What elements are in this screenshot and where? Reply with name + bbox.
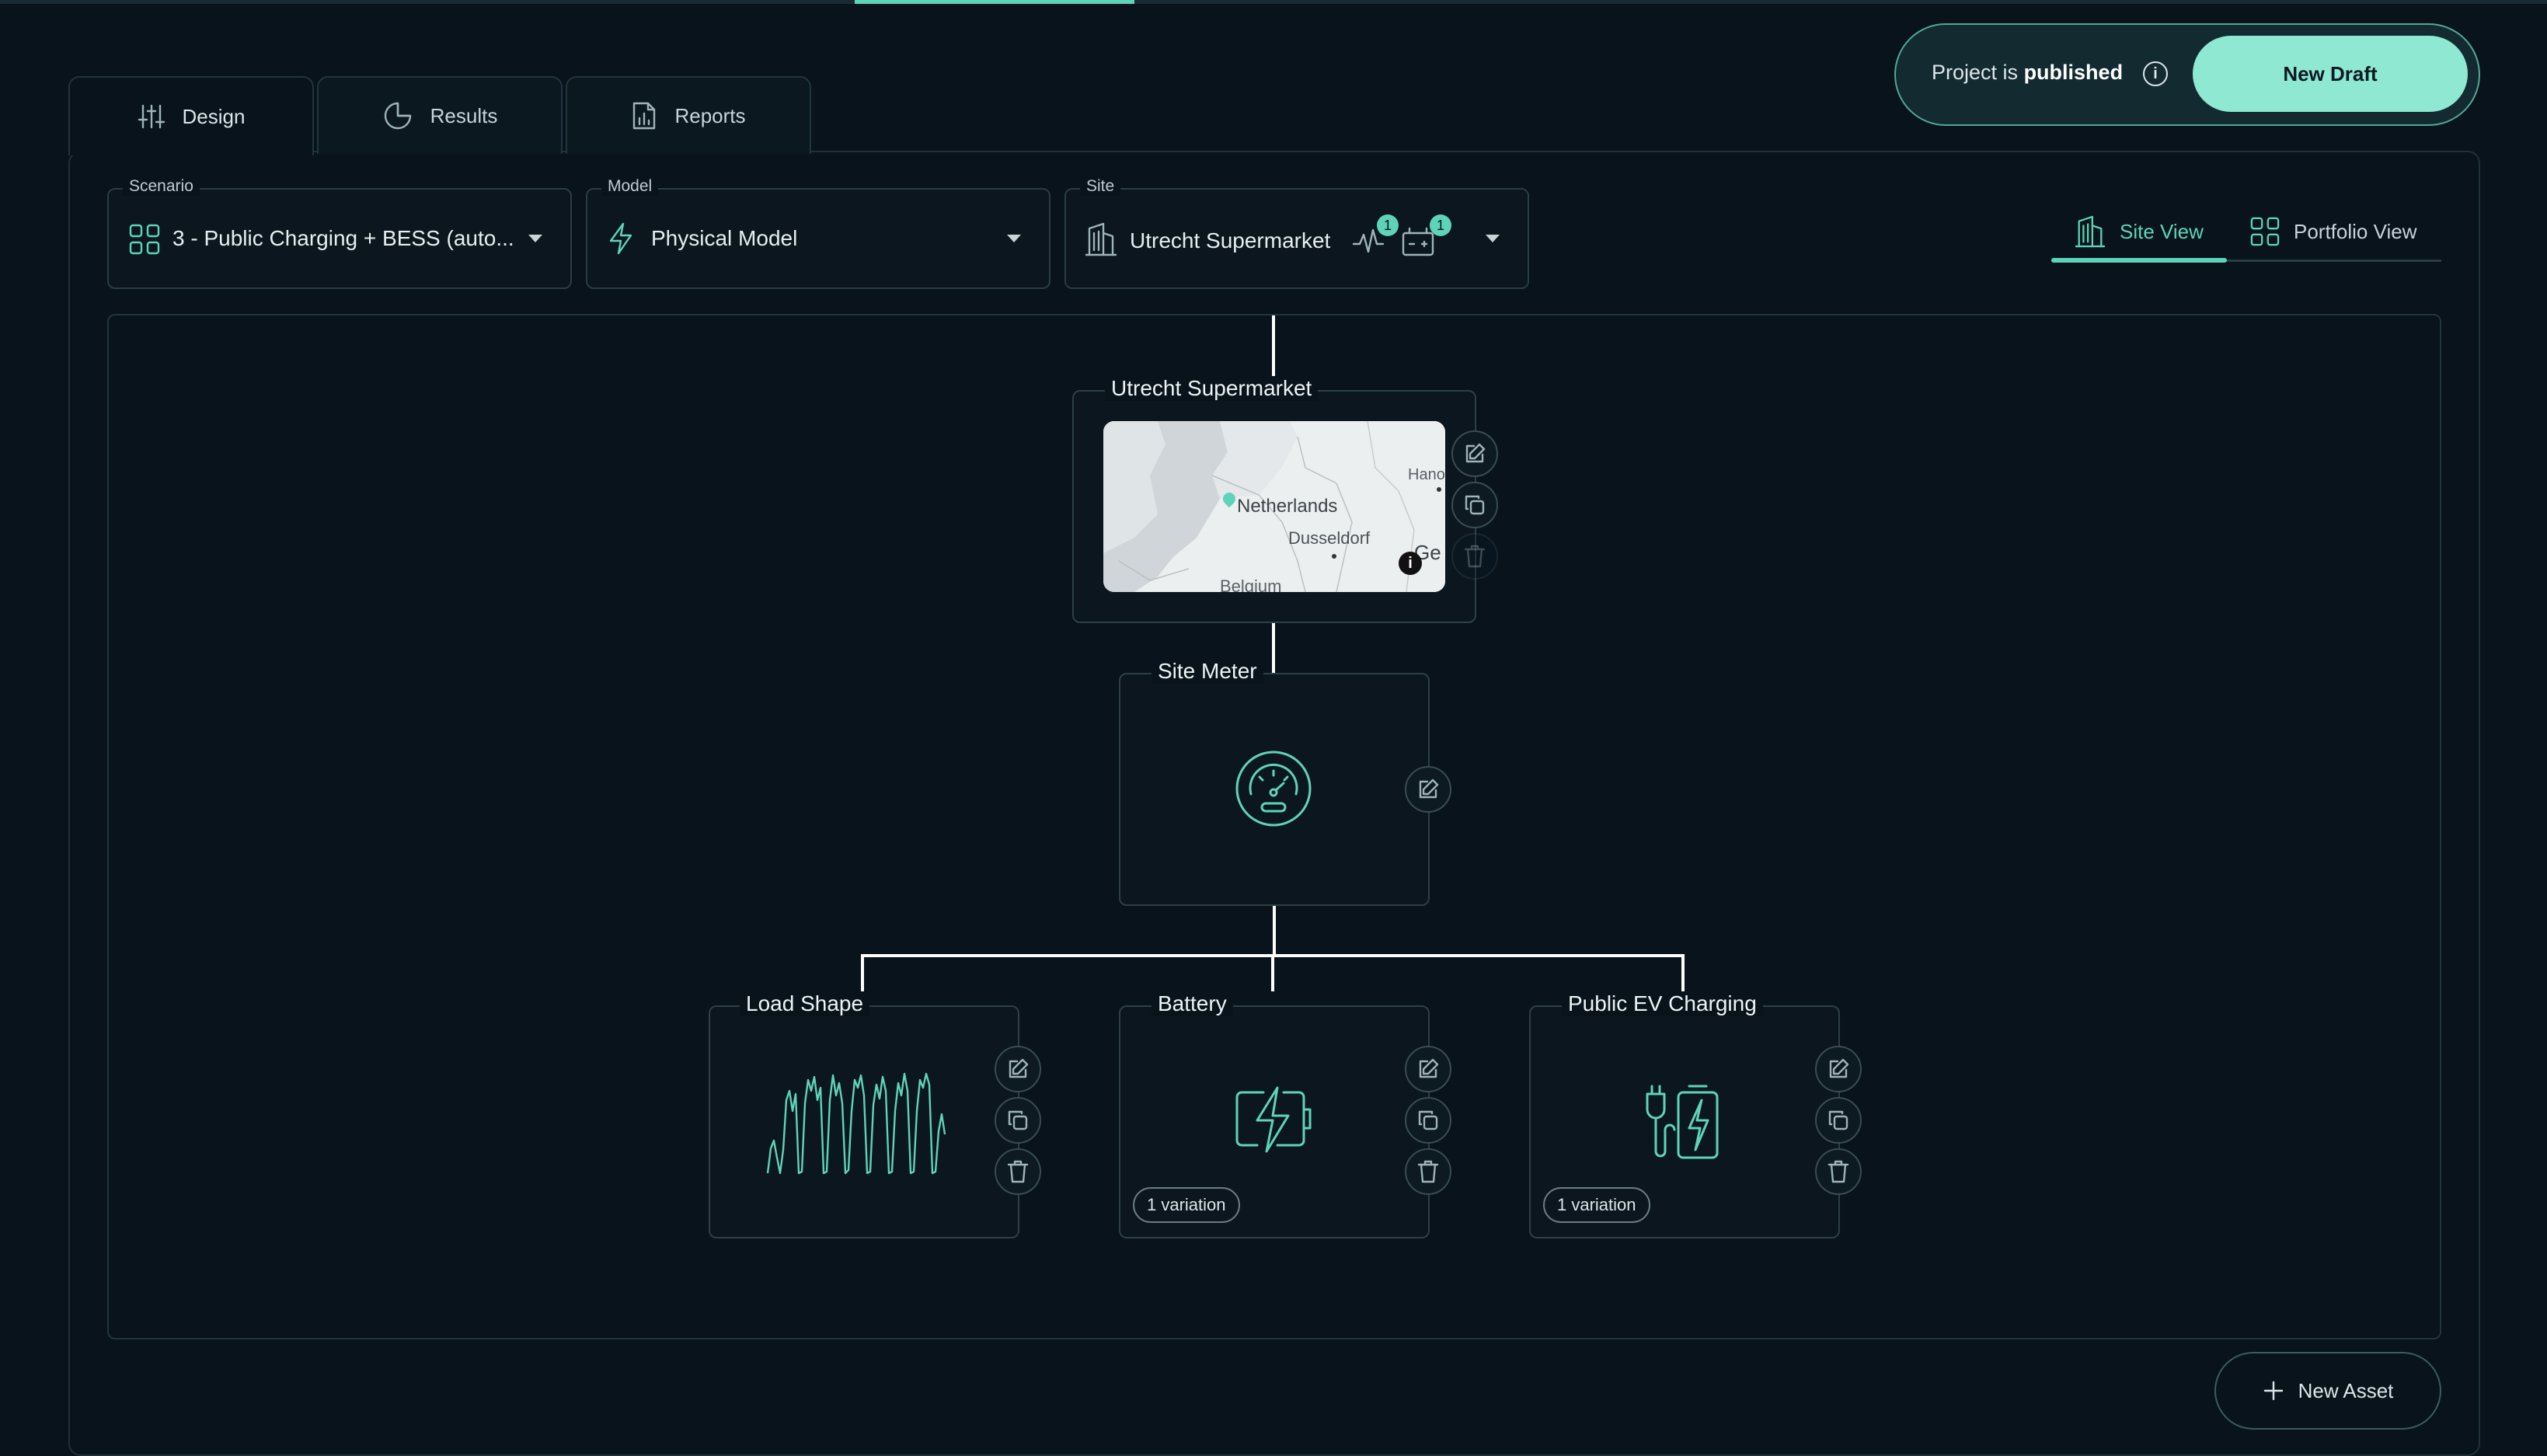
connector-line	[1271, 954, 1274, 991]
sliders-icon	[138, 103, 166, 131]
ev-charging-title: Public EV Charging	[1562, 991, 1763, 1016]
new-asset-button[interactable]: New Asset	[2214, 1352, 2441, 1430]
model-value: Physical Model	[651, 226, 798, 250]
map-label-city: Dusseldorf	[1288, 528, 1371, 548]
tab-label: Reports	[674, 103, 746, 127]
pie-chart-icon	[382, 100, 413, 131]
connector-line	[861, 954, 864, 991]
load-count-badge: 1	[1377, 214, 1399, 236]
publish-status: published	[2023, 61, 2124, 84]
site-view-label: Site View	[2120, 219, 2204, 243]
edit-ev-button[interactable]	[1815, 1046, 1862, 1092]
load-shape-icon	[1352, 224, 1386, 258]
ev-charger-icon	[1644, 1083, 1725, 1161]
delete-battery-button[interactable]	[1405, 1148, 1451, 1195]
view-tab-indicator	[2051, 258, 2227, 263]
site-meter-title: Site Meter	[1152, 659, 1263, 684]
duplicate-ev-button[interactable]	[1815, 1097, 1862, 1144]
report-icon	[631, 101, 657, 131]
top-bar	[0, 0, 2547, 4]
building-icon	[1085, 222, 1117, 256]
portfolio-view-tab[interactable]: Portfolio View	[2250, 204, 2417, 260]
publish-prefix: Project is	[1932, 61, 2019, 84]
connector-line	[1681, 954, 1685, 991]
edit-site-button[interactable]	[1451, 430, 1498, 477]
copy-icon	[1006, 1109, 1030, 1132]
delete-load-button[interactable]	[995, 1148, 1041, 1195]
battery-icon	[1400, 225, 1437, 258]
edit-icon	[1006, 1057, 1030, 1081]
tab-label: Results	[430, 103, 498, 127]
new-draft-button[interactable]: New Draft	[2193, 36, 2468, 112]
edit-meter-button[interactable]	[1405, 766, 1451, 813]
duplicate-site-button[interactable]	[1451, 482, 1498, 528]
model-label: Model	[601, 177, 659, 196]
delete-ev-button[interactable]	[1815, 1148, 1862, 1195]
edit-icon	[1463, 442, 1486, 465]
building-icon	[2075, 215, 2106, 248]
battery-title: Battery	[1152, 991, 1233, 1016]
info-icon[interactable]: i	[2143, 61, 2168, 86]
grid-icon	[129, 224, 160, 255]
trash-icon	[1464, 545, 1486, 568]
load-shape-title: Load Shape	[740, 991, 870, 1016]
publish-status-text: Project is published	[1932, 61, 2123, 85]
new-asset-label: New Asset	[2298, 1378, 2394, 1402]
connector-line	[1273, 906, 1276, 956]
chevron-down-icon	[1486, 235, 1500, 242]
battery-count-badge: 1	[1430, 214, 1451, 236]
site-node-title: Utrecht Supermarket	[1105, 376, 1319, 401]
map-label-partial: Hano	[1408, 466, 1445, 483]
load-shape-node[interactable]	[709, 1005, 1019, 1238]
chevron-down-icon	[1007, 235, 1021, 242]
site-label: Site	[1080, 177, 1121, 196]
scenario-label: Scenario	[123, 177, 200, 196]
tab-results[interactable]: Results	[317, 76, 563, 154]
trash-icon	[1417, 1160, 1439, 1183]
connector-line	[1272, 622, 1275, 674]
lightning-icon	[608, 222, 634, 255]
edit-icon	[1416, 1057, 1440, 1081]
ev-variation-badge: 1 variation	[1543, 1187, 1650, 1223]
tab-reports[interactable]: Reports	[566, 76, 811, 154]
site-value: Utrecht Supermarket	[1130, 228, 1331, 253]
connector-line	[1272, 315, 1275, 376]
scenario-select[interactable]	[107, 188, 572, 289]
chevron-down-icon	[528, 235, 542, 242]
copy-icon	[1416, 1109, 1440, 1132]
delete-site-button[interactable]	[1451, 533, 1498, 580]
view-tab-track	[2051, 260, 2441, 262]
grid-icon	[2250, 217, 2280, 246]
trash-icon	[1007, 1160, 1029, 1183]
edit-icon	[1827, 1057, 1850, 1081]
trash-icon	[1827, 1160, 1849, 1183]
model-select[interactable]	[586, 188, 1051, 289]
gauge-icon	[1234, 749, 1313, 828]
site-view-tab[interactable]: Site View	[2075, 204, 2204, 260]
load-profile-icon	[761, 1057, 963, 1181]
map-info-icon[interactable]: i	[1399, 552, 1422, 575]
battery-charging-icon	[1234, 1086, 1315, 1153]
map-label-country: Netherlands	[1237, 496, 1338, 517]
site-select[interactable]	[1064, 188, 1529, 289]
battery-variation-badge: 1 variation	[1133, 1187, 1240, 1223]
scenario-value: 3 - Public Charging + BESS (auto...	[172, 226, 514, 250]
edit-load-button[interactable]	[995, 1046, 1041, 1092]
site-map[interactable]: Netherlands Dusseldorf Hano Belgium Ge i	[1103, 421, 1445, 592]
copy-icon	[1827, 1109, 1850, 1132]
map-label-partial: Belgium	[1220, 576, 1282, 592]
tab-design[interactable]: Design	[68, 76, 314, 155]
top-bar-accent	[855, 0, 1134, 4]
copy-icon	[1463, 493, 1486, 517]
duplicate-battery-button[interactable]	[1405, 1097, 1451, 1144]
edit-icon	[1416, 778, 1440, 801]
edit-battery-button[interactable]	[1405, 1046, 1451, 1092]
plus-icon	[2263, 1380, 2284, 1402]
tab-label: Design	[182, 104, 246, 128]
duplicate-load-button[interactable]	[995, 1097, 1041, 1144]
portfolio-view-label: Portfolio View	[2294, 219, 2417, 243]
